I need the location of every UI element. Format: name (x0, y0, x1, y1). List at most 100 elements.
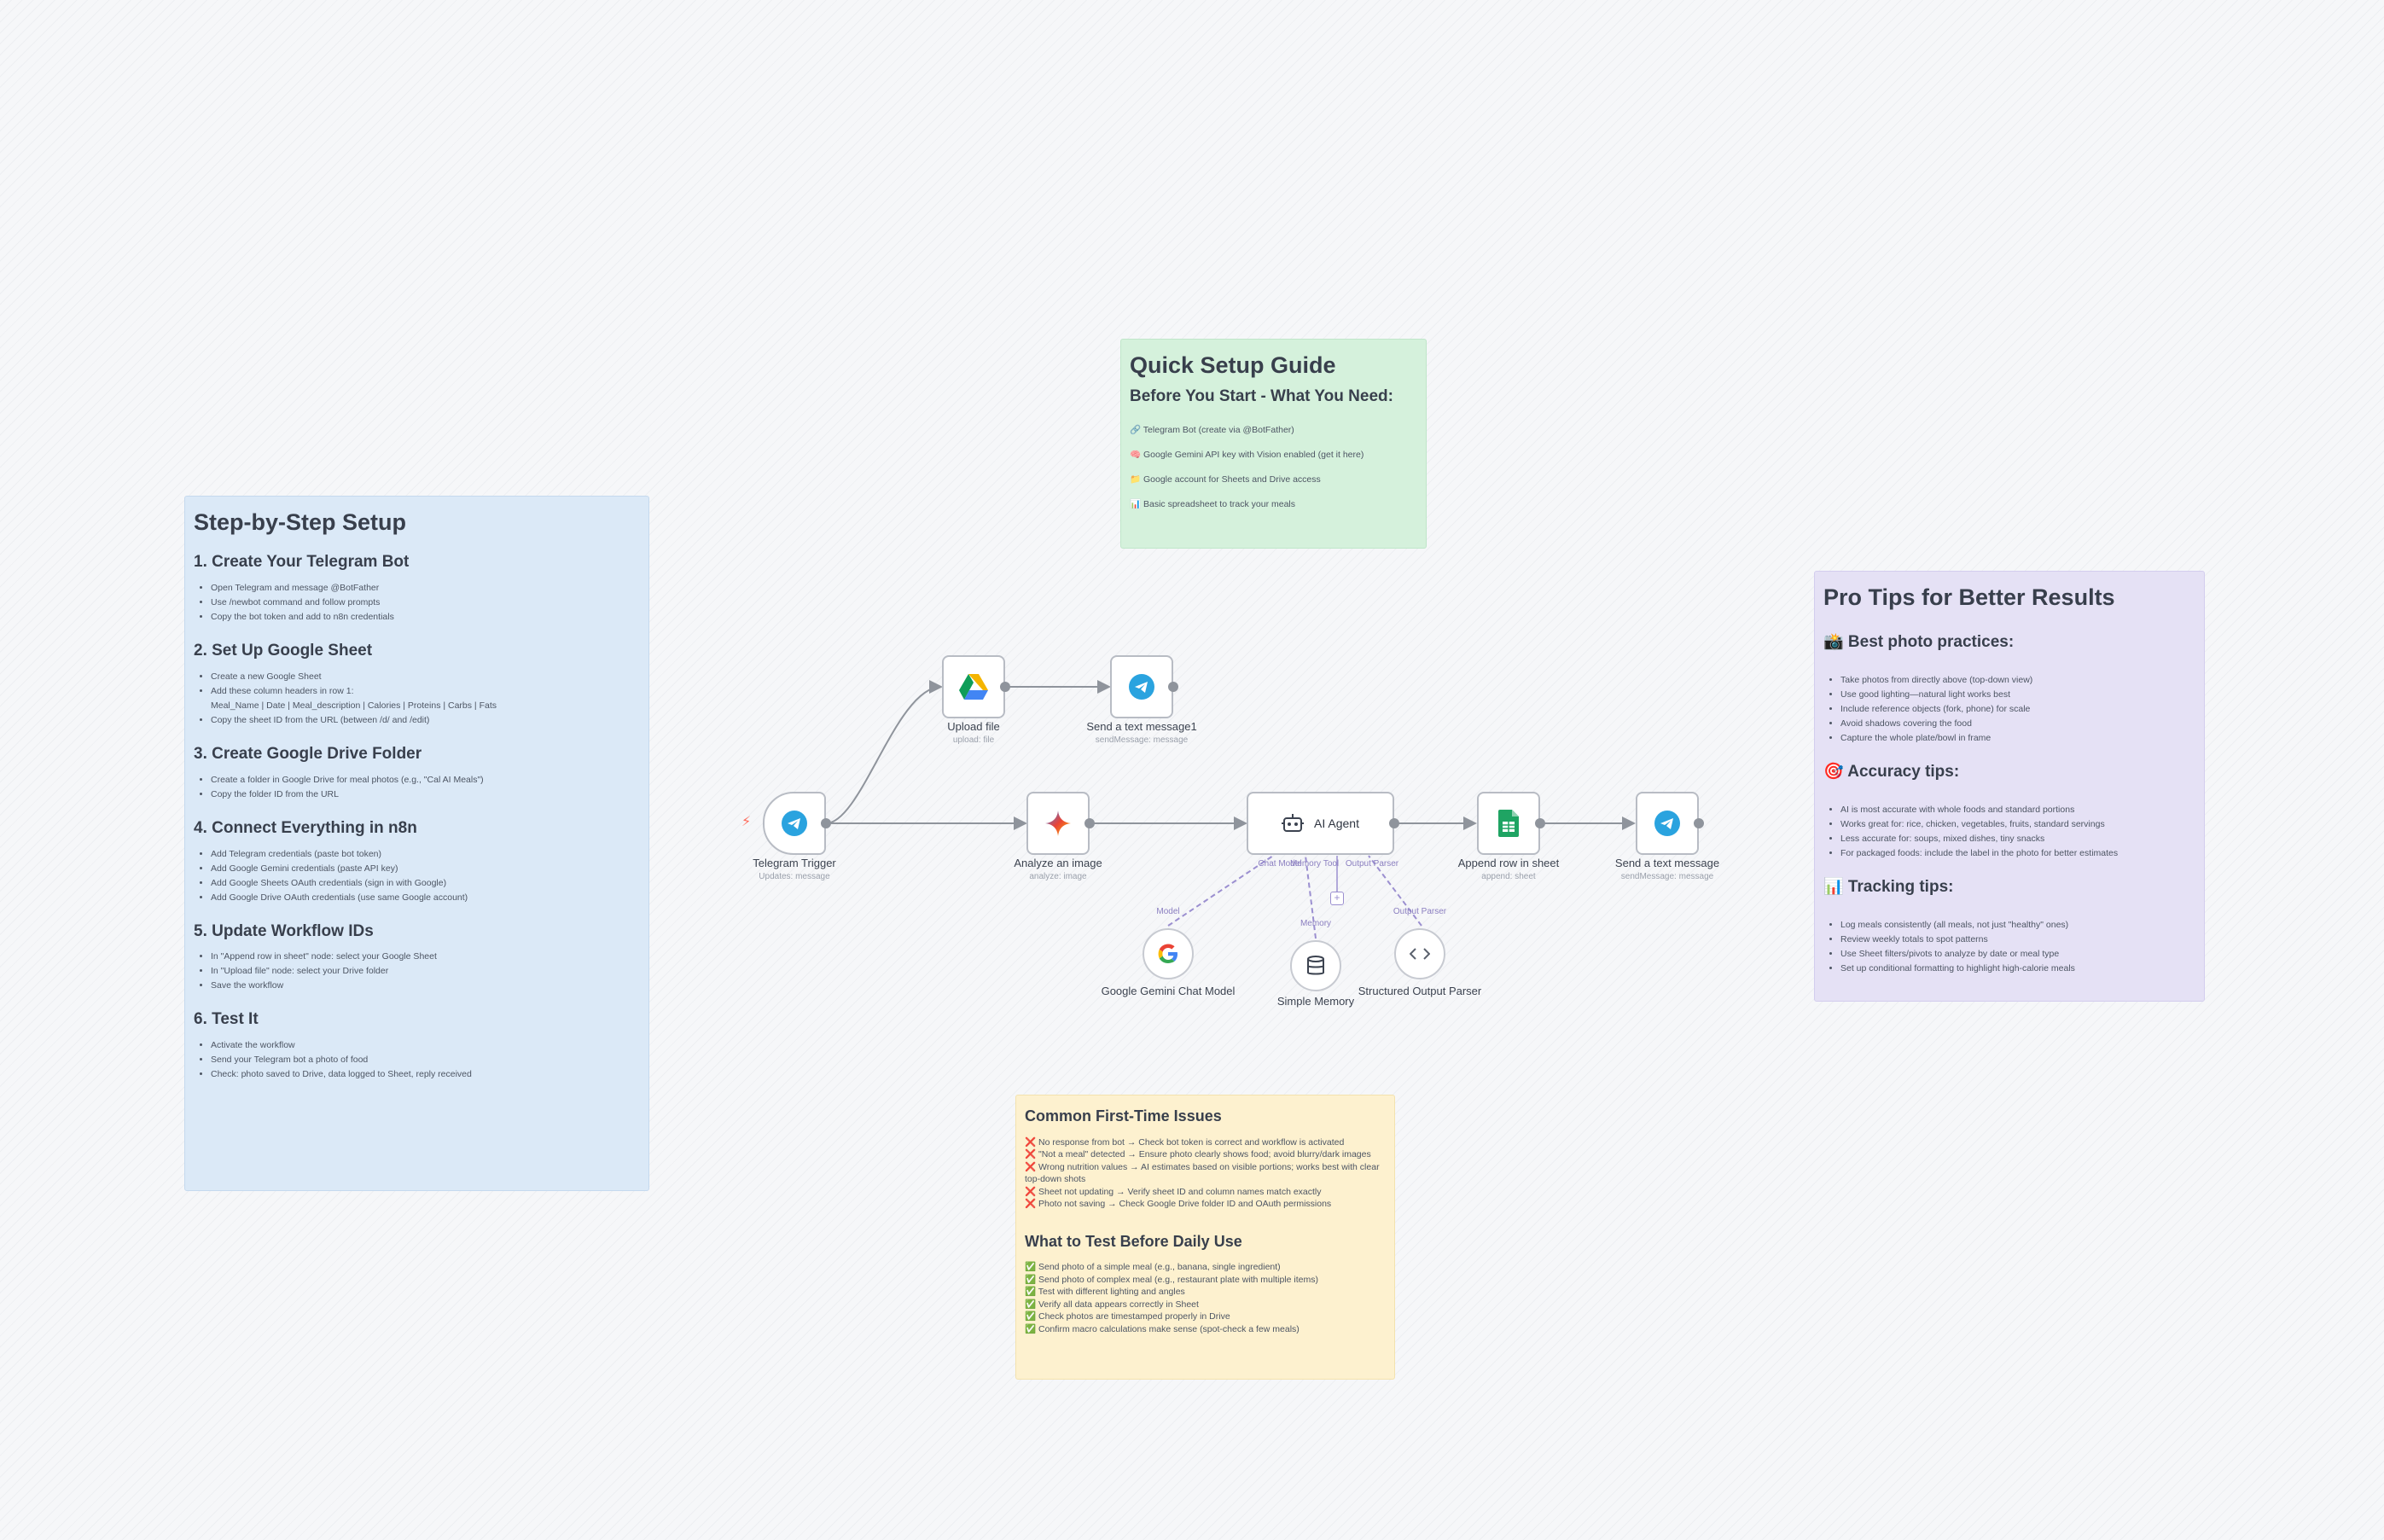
node-label: Upload file (947, 720, 1000, 733)
list-item: Include reference objects (fork, phone) … (1840, 702, 2195, 717)
telegram-icon (1128, 673, 1155, 700)
list-item: Less accurate for: soups, mixed dishes, … (1840, 832, 2195, 846)
output-port[interactable] (1535, 818, 1545, 828)
node-label: Simple Memory (1276, 995, 1355, 1008)
list-item: Set up conditional formatting to highlig… (1840, 962, 2195, 976)
list-item: In "Upload file" node: select your Drive… (211, 964, 640, 979)
node-label: Google Gemini Chat Model (1101, 985, 1236, 997)
list-item: Add these column headers in row 1: Meal_N… (211, 684, 640, 713)
robot-icon (1282, 813, 1305, 834)
node-google-gemini-chat-model[interactable] (1143, 928, 1194, 979)
list-item: Save the workflow (211, 979, 640, 993)
subnode-port-label: Memory (1300, 919, 1332, 928)
node-label: Telegram Trigger (753, 857, 836, 869)
photo-tips-title: 📸 Best photo practices: (1823, 633, 2015, 652)
list-item: Check: photo saved to Drive, data logged… (211, 1067, 640, 1082)
node-label: Send a text message (1614, 857, 1720, 869)
list-item: 📁 Google account for Sheets and Drive ac… (1130, 474, 1321, 485)
list-item: ✅ Test with different lighting and angle… (1025, 1287, 1185, 1298)
list-item: ✅ Verify all data appears correctly in S… (1025, 1299, 1199, 1310)
telegram-icon (781, 810, 808, 837)
issues-title: Common First-Time Issues (1025, 1107, 1222, 1124)
sticky-note-quick-setup[interactable]: Quick Setup Guide Before You Start - Wha… (1120, 339, 1427, 549)
sticky-note-step-by-step[interactable]: Step-by-Step Setup 1. Create Your Telegr… (184, 496, 649, 1191)
sticky-note-pro-tips[interactable]: Pro Tips for Better Results 📸 Best photo… (1814, 571, 2205, 1002)
step-5-title: 5. Update Workflow IDs (194, 921, 374, 940)
sticky-title: Pro Tips for Better Results (1823, 584, 2115, 610)
sticky-title: Step-by-Step Setup (194, 509, 407, 535)
node-upload-file[interactable] (942, 655, 1005, 718)
node-analyze-image[interactable] (1026, 792, 1090, 855)
list-item: Add Google Sheets OAuth credentials (sig… (211, 876, 640, 891)
accuracy-tips-title: 🎯 Accuracy tips: (1823, 763, 1960, 782)
output-port[interactable] (1694, 818, 1704, 828)
node-sublabel: sendMessage: message (1620, 872, 1714, 881)
list-item: Send your Telegram bot a photo of food (211, 1053, 640, 1067)
list-item: Create a folder in Google Drive for meal… (211, 773, 640, 787)
list-item: ❌ "Not a meal" detected → Ensure photo c… (1025, 1149, 1371, 1160)
step-4-title: 4. Connect Everything in n8n (194, 818, 417, 837)
accuracy-tips-list: AI is most accurate with whole foods and… (1823, 803, 2195, 861)
list-item: 🔗 Telegram Bot (create via @BotFather) (1130, 425, 1294, 436)
output-port[interactable] (1389, 818, 1399, 828)
node-ai-agent[interactable]: AI Agent (1247, 792, 1394, 855)
google-g-icon (1157, 943, 1179, 965)
node-label: Send a text message1 (1086, 720, 1197, 733)
list-item: Add Google Gemini credentials (paste API… (211, 862, 640, 876)
list-item: Avoid shadows covering the food (1840, 717, 2195, 731)
node-append-row-in-sheet[interactable] (1477, 792, 1540, 855)
list-item: 🧠 Google Gemini API key with Vision enab… (1130, 450, 1364, 461)
list-item: Take photos from directly above (top-dow… (1840, 673, 2195, 688)
list-item: For packaged foods: include the label in… (1840, 846, 2195, 861)
list-item: ✅ Confirm macro calculations make sense … (1025, 1323, 1300, 1334)
node-send-text-message[interactable] (1636, 792, 1699, 855)
step-6-list: Activate the workflow Send your Telegram… (194, 1038, 640, 1082)
step-1-list: Open Telegram and message @BotFather Use… (194, 581, 640, 625)
column-headers: Meal_Name | Date | Meal_description | Ca… (211, 700, 497, 711)
node-telegram-trigger[interactable] (763, 792, 826, 855)
link-memory-to-agent[interactable] (1305, 855, 1317, 939)
list-item: ✅ Check photos are timestamped properly … (1025, 1311, 1230, 1322)
list-item: Use good lighting—natural light works be… (1840, 688, 2195, 702)
link-parser-to-agent[interactable] (1368, 855, 1422, 927)
list-item: ✅ Send photo of complex meal (e.g., rest… (1025, 1274, 1318, 1285)
step-4-list: Add Telegram credentials (paste bot toke… (194, 847, 640, 905)
port-label-output-parser: Output Parser (1345, 859, 1399, 869)
list-item: Copy the bot token and add to n8n creden… (211, 610, 640, 625)
list-item: Works great for: rice, chicken, vegetabl… (1840, 817, 2195, 832)
node-send-text-message1[interactable] (1110, 655, 1173, 718)
list-item: ❌ Sheet not updating → Verify sheet ID a… (1025, 1186, 1322, 1197)
add-tool-button[interactable]: + (1330, 892, 1344, 905)
output-port[interactable] (1000, 682, 1010, 692)
node-label: Structured Output Parser (1358, 985, 1482, 997)
sticky-note-common-issues[interactable]: Common First-Time Issues ❌ No response f… (1015, 1095, 1395, 1380)
tracking-tips-title: 📊 Tracking tips: (1823, 877, 1954, 896)
step-2-title: 2. Set Up Google Sheet (194, 642, 373, 660)
sticky-subtitle: Before You Start - What You Need: (1130, 387, 1393, 406)
list-item: Activate the workflow (211, 1038, 640, 1053)
list-item: AI is most accurate with whole foods and… (1840, 803, 2195, 817)
list-item: Copy the sheet ID from the URL (between … (211, 713, 640, 728)
step-2-list: Create a new Google Sheet Add these colu… (194, 670, 640, 728)
node-structured-output-parser[interactable] (1394, 928, 1445, 979)
sticky-title: Quick Setup Guide (1130, 352, 1336, 378)
output-port[interactable] (821, 818, 831, 828)
node-sublabel: sendMessage: message (1095, 735, 1189, 745)
link-model-to-agent[interactable] (1167, 855, 1274, 927)
port-label-chat-model: Chat Model (1258, 859, 1302, 869)
node-sublabel: analyze: image (1029, 872, 1087, 881)
node-simple-memory[interactable] (1290, 940, 1341, 991)
subnode-port-label: Model (1156, 907, 1180, 916)
node-label: Append row in sheet (1457, 857, 1560, 869)
list-item: ❌ No response from bot → Check bot token… (1025, 1136, 1345, 1148)
google-sheets-icon (1498, 810, 1519, 837)
list-item: ❌ Photo not saving → Check Google Drive … (1025, 1199, 1332, 1210)
output-port[interactable] (1084, 818, 1095, 828)
list-item-text: Add these column headers in row 1: (211, 685, 354, 696)
connection-trigger-to-upload[interactable] (825, 680, 943, 824)
photo-tips-list: Take photos from directly above (top-dow… (1823, 673, 2195, 746)
step-1-title: 1. Create Your Telegram Bot (194, 553, 410, 572)
list-item: Add Google Drive OAuth credentials (use … (211, 891, 640, 905)
output-port[interactable] (1168, 682, 1178, 692)
